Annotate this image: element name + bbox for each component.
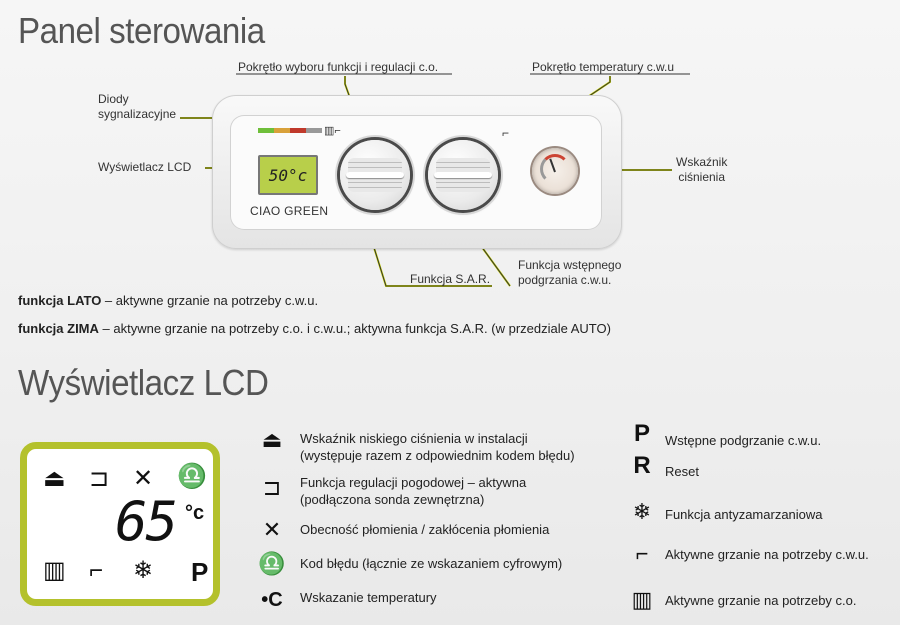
lcd-section-title: Wyświetlacz LCD	[18, 362, 269, 403]
legend-preheat: Wstępne podgrzanie c.w.u.	[665, 433, 822, 448]
low-pressure-icon: ⏏	[261, 427, 283, 452]
zima-description: funkcja ZIMA – aktywne grzanie na potrze…	[18, 320, 611, 337]
callout-lcd: Wyświetlacz LCD	[98, 160, 192, 174]
legend-flame: Obecność płomienia / zakłócenia płomieni…	[300, 522, 550, 537]
panel-title: Panel sterowania	[18, 10, 265, 51]
celsius-icon: •C	[261, 589, 283, 611]
snowflake-icon: ❄	[632, 499, 652, 524]
callout-sar: Funkcja S.A.R.	[410, 272, 491, 286]
tap-icon: ⌐	[635, 541, 649, 566]
tap-icon: ⌐	[89, 557, 104, 584]
flame-icon: ✕	[133, 465, 154, 492]
legend-error-code: Kod błędu (łącznie ze wskazaniem cyfrowy…	[300, 556, 563, 571]
legend-temperature: Wskazanie temperatury	[300, 590, 437, 605]
letter-p-icon: P	[633, 420, 650, 447]
lcd-digits: 65	[115, 490, 178, 553]
callout-preheat: Funkcja wstępnego podgrzania c.w.u.	[518, 258, 622, 287]
callout-diody: Diody sygnalizacyjne	[98, 92, 177, 121]
legend-ch-heating: Aktywne grzanie na potrzeby c.o.	[665, 593, 857, 608]
zima-text: – aktywne grzanie na potrzeby c.o. i c.w…	[98, 321, 611, 336]
lato-description: funkcja LATO – aktywne grzanie na potrze…	[18, 292, 318, 309]
brand-label: CIAO GREEN	[250, 204, 329, 218]
radiator-tap-icon: ▥⌐	[324, 125, 341, 137]
weather-regulation-icon: ⊐	[262, 475, 282, 500]
weather-regulation-icon: ⊐	[89, 465, 110, 492]
lato-label: funkcja LATO	[18, 293, 102, 308]
zima-label: funkcja ZIMA	[18, 321, 99, 336]
status-leds	[258, 128, 322, 133]
flame-icon: ✕	[262, 517, 282, 542]
bell-icon: ♎	[258, 551, 286, 576]
lcd-unit: °c	[185, 502, 205, 524]
callout-knob-dhw: Pokrętło temperatury c.w.u	[532, 60, 675, 74]
function-knob[interactable]	[340, 140, 410, 210]
lato-text: – aktywne grzanie na potrzeby c.w.u.	[101, 293, 319, 308]
legend-weather: Funkcja regulacji pogodowej – aktywna (p…	[300, 475, 527, 507]
bell-icon: ♎	[177, 463, 207, 490]
tap-icon: ⌐	[502, 126, 510, 140]
radiator-icon: ▥	[43, 557, 66, 584]
lcd-letter-p: P	[191, 557, 209, 587]
legend-low-pressure: Wskaźnik niskiego ciśnienia w instalacji…	[300, 431, 575, 463]
radiator-icon: ▥	[631, 587, 653, 612]
pressure-gauge	[532, 148, 578, 194]
dhw-temperature-knob[interactable]	[428, 140, 498, 210]
legend-antifreeze: Funkcja antyzamarzaniowa	[665, 507, 823, 522]
snowflake-icon: ❄	[133, 557, 154, 584]
mini-lcd-display: 50°c	[258, 155, 318, 195]
legend-dhw-heating: Aktywne grzanie na potrzeby c.w.u.	[665, 547, 869, 562]
low-pressure-icon: ⏏	[43, 465, 66, 492]
callout-knob-function: Pokrętło wyboru funkcji i regulacji c.o.	[238, 60, 439, 74]
callout-pressure: Wskaźnik ciśnienia	[676, 155, 728, 184]
lcd-display-large: ⏏ ⊐ ✕ ♎ 65 °c ▥ ⌐ ❄ P	[20, 442, 220, 606]
legend-reset: Reset	[665, 464, 699, 479]
letter-r-icon: R	[633, 452, 651, 479]
